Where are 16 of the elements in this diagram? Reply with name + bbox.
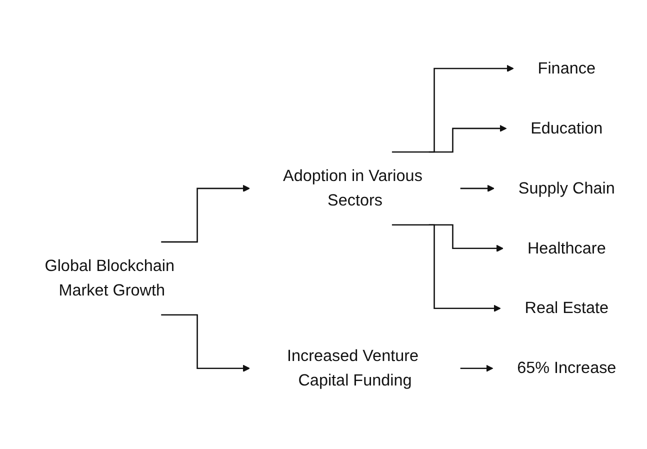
node-text: Healthcare [527,239,606,258]
node-text: Real Estate [524,299,609,318]
node-text: Education [530,120,603,138]
arrow [428,124,507,153]
arrow [161,184,250,243]
node-text: Global Blockchain Market Growth [44,257,174,300]
node-text: 65% Increase [517,359,616,378]
arrow [392,224,501,312]
arrow [161,314,250,372]
node-text: Adoption in Various Sectors [283,167,422,210]
node-text: Increased Venture Capital Funding [286,347,419,390]
node-text: Supply Chain [518,180,615,198]
arrow [460,184,494,192]
arrow [460,364,494,372]
node-text: Finance [538,60,596,78]
arrow [392,64,514,153]
